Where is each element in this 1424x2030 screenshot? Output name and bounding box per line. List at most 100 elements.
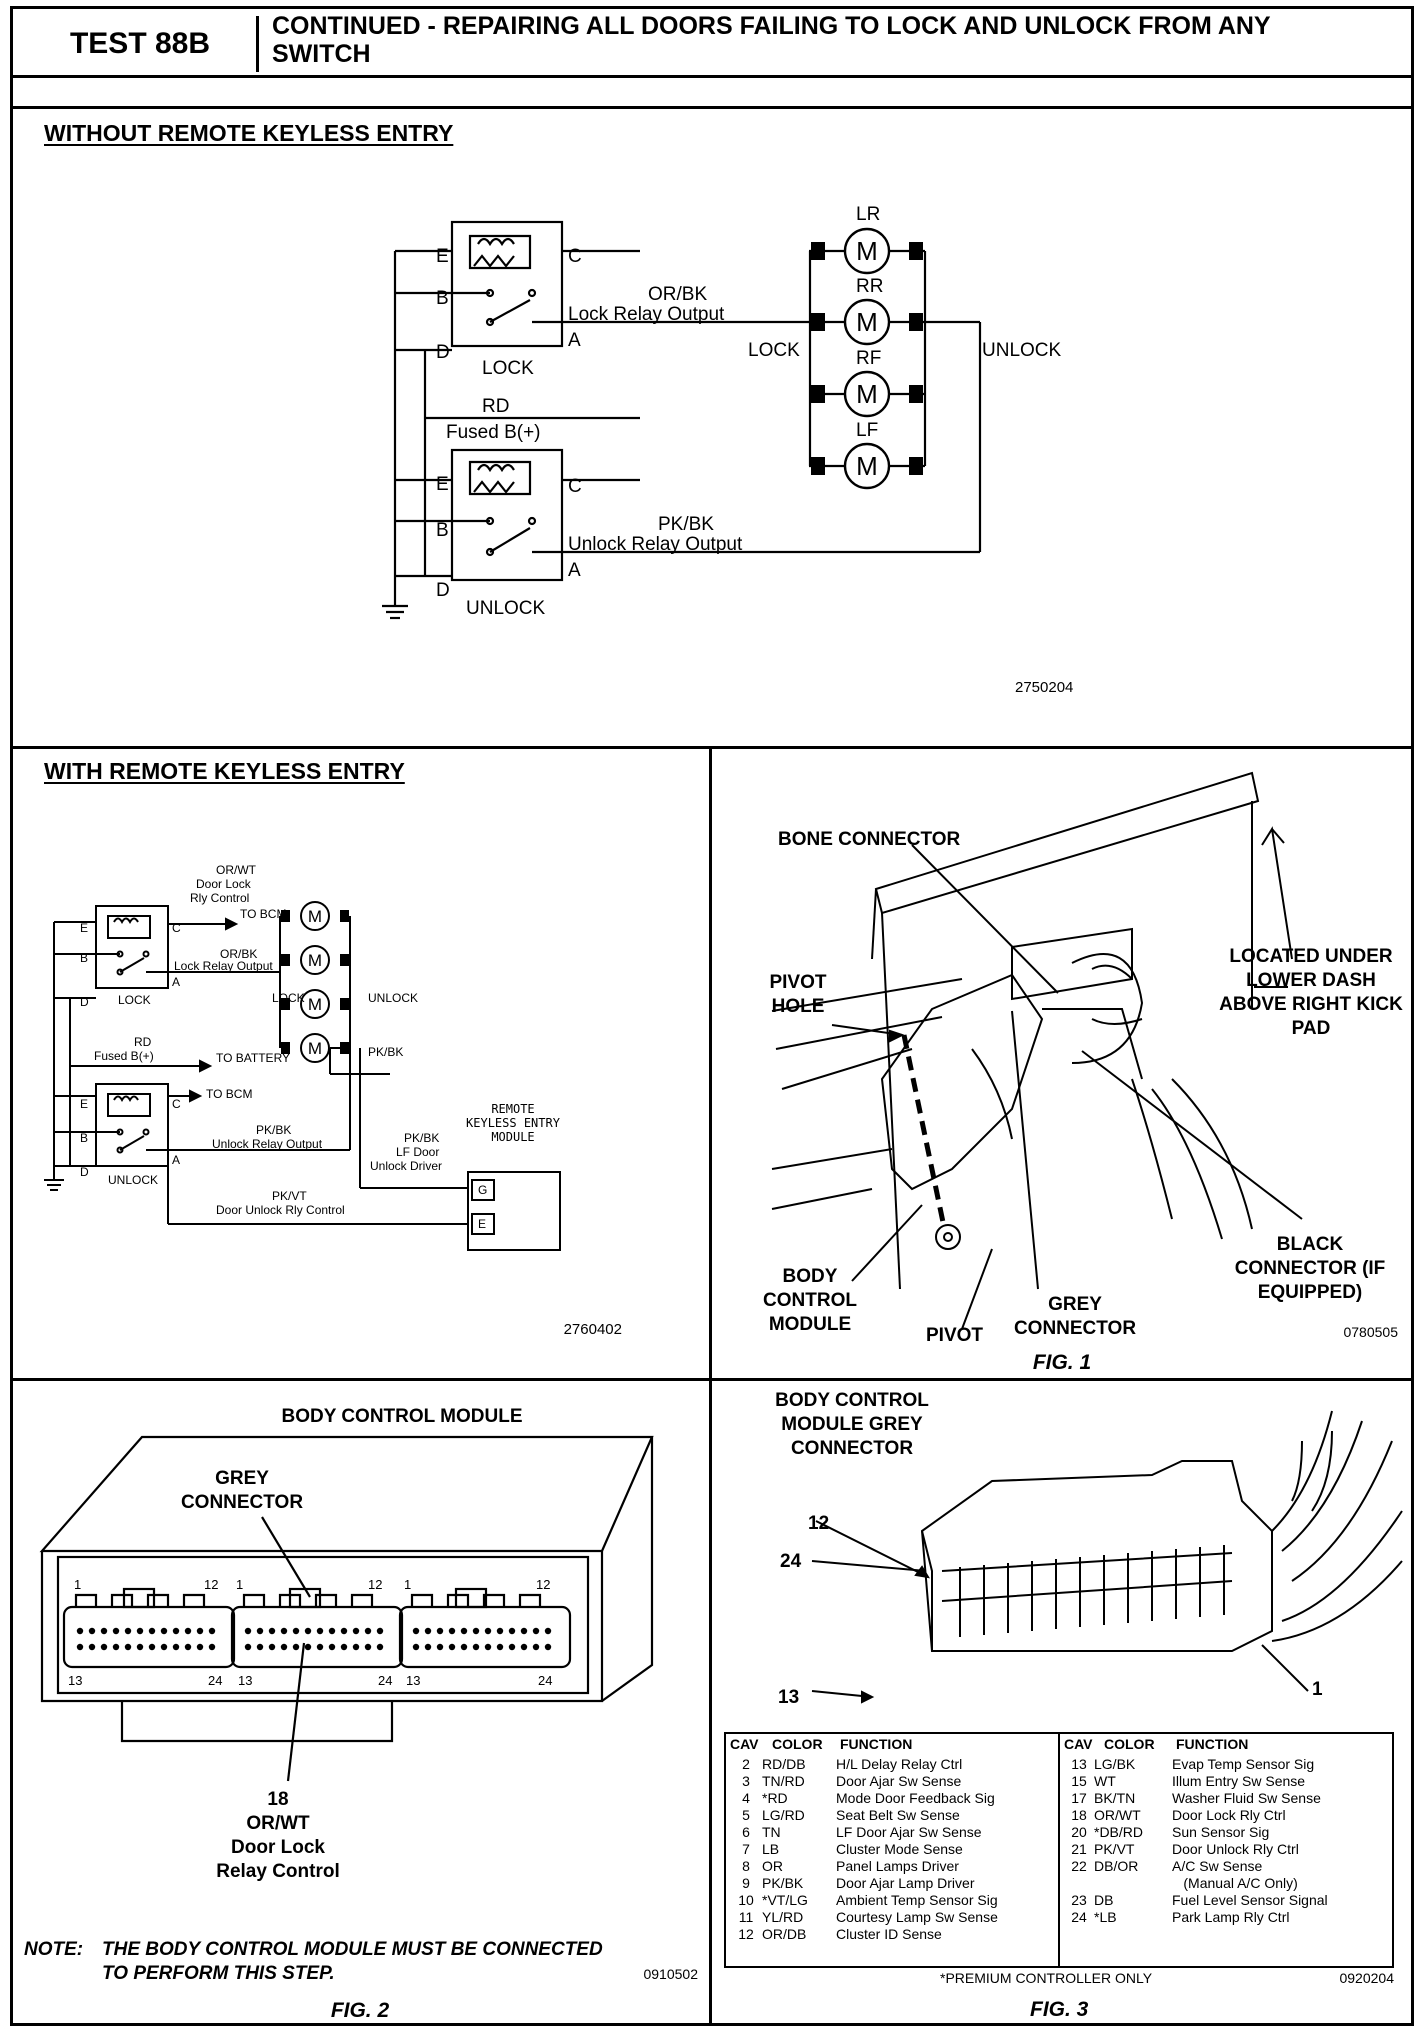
pivot-label: PIVOT [926, 1325, 983, 1346]
cav-cell: 11 [738, 1909, 754, 1925]
motor-symbol: M [308, 995, 322, 1014]
cav-cell: 5 [742, 1807, 750, 1823]
divider [10, 1378, 1414, 1381]
color-cell: WT [1094, 1773, 1116, 1789]
pin-number: 12 [204, 1577, 218, 1592]
motor-symbol: M [308, 951, 322, 970]
function-cell: Cluster ID Sense [836, 1926, 942, 1942]
color-cell: YL/RD [762, 1909, 804, 1925]
note-text: TO PERFORM THIS STEP. [102, 1963, 335, 1984]
pin-number: 12 [536, 1577, 550, 1592]
cav-cell: 2 [742, 1756, 750, 1772]
fig3-grey-connector-illustration: BODY CONTROL MODULE GREY CONNECTOR 12 24… [775, 1390, 1403, 1708]
function-cell: A/C Sw Sense [1172, 1858, 1263, 1874]
color-cell: *DB/RD [1094, 1824, 1144, 1840]
wire-function: Door Lock [231, 1837, 325, 1858]
function-cell: (Manual A/C Only) [1183, 1875, 1298, 1891]
motor-label-lr: LR [856, 204, 880, 225]
table-header: CAV COLOR FUNCTION [730, 1736, 913, 1752]
rke-module-label: REMOTE KEYLESS ENTRY MODULE [466, 1102, 560, 1144]
cav-cell: 10 [738, 1892, 754, 1908]
color-cell: DB [1094, 1892, 1114, 1908]
pin-number: 13 [68, 1673, 82, 1688]
color-cell [1093, 1875, 1168, 1892]
cav-cell: 22 [1071, 1858, 1087, 1874]
divider [10, 746, 1414, 749]
pin-label: A [172, 1153, 180, 1167]
color-cell: *LB [1094, 1909, 1117, 1925]
color-cell: *RD [762, 1790, 788, 1806]
motor-symbol: M [856, 451, 878, 481]
wire-color: PK/VT [272, 1189, 307, 1203]
color-cell: PK/VT [1094, 1841, 1135, 1857]
pin-number: 13 [238, 1673, 252, 1688]
pin-label: D [436, 580, 450, 601]
section-title-with-rke: WITH REMOTE KEYLESS ENTRY [44, 758, 405, 784]
service-manual-page: TEST 88B CONTINUED - REPAIRING ALL DOORS… [10, 6, 1414, 2026]
wire-function: LF Door [396, 1145, 439, 1159]
motor-group: M M M M [809, 227, 925, 490]
motor-symbol: M [856, 307, 878, 337]
function-cell: Mode Door Feedback Sig [836, 1790, 995, 1806]
pin-label: E [80, 1097, 88, 1111]
pin-number: 1 [1312, 1679, 1323, 1700]
pin-number: 1 [236, 1577, 243, 1592]
wire-function: Fused B(+) [94, 1049, 154, 1063]
wire-color: PK/BK [256, 1123, 291, 1137]
cav-cell: 15 [1071, 1773, 1087, 1789]
pin-label: G [478, 1183, 487, 1197]
color-cell: *VT/LG [762, 1892, 808, 1908]
divider [10, 106, 1414, 109]
pin-number: 12 [368, 1577, 382, 1592]
pin-label: E [478, 1217, 486, 1231]
cav-cell: 3 [742, 1773, 750, 1789]
unlock-relay-label: UNLOCK [466, 598, 546, 619]
table-row: 11 YL/RD Courtesy Lamp Sw Sense [730, 1909, 1056, 1926]
color-cell: PK/BK [762, 1875, 804, 1891]
note-label: NOTE: [24, 1939, 83, 1960]
black-connector-label: BLACK CONNECTOR (IF EQUIPPED) [1234, 1234, 1386, 1303]
color-cell: TN [762, 1824, 781, 1840]
bone-connector-label: BONE CONNECTOR [778, 829, 961, 850]
wire-color: RD [134, 1035, 152, 1049]
function-cell: Door Lock Rly Ctrl [1172, 1807, 1286, 1823]
color-cell: OR [762, 1858, 783, 1874]
wiring-diagram-without-rke: M M M M E B D C A LOCK OR/BK Lock Relay … [382, 204, 1073, 696]
fig3-title: BODY CONTROL MODULE GREY CONNECTOR [775, 1390, 929, 1459]
pin-number: 24 [538, 1673, 552, 1688]
lock-side-label: LOCK [272, 991, 305, 1005]
pin-label: D [80, 1165, 89, 1179]
lock-side-label: LOCK [748, 340, 800, 361]
function-cell: Sun Sensor Sig [1172, 1824, 1270, 1840]
location-note: LOCATED UNDER LOWER DASH ABOVE RIGHT KIC… [1219, 946, 1403, 1039]
pin-number: 24 [208, 1673, 222, 1688]
function-cell: Courtesy Lamp Sw Sense [836, 1909, 998, 1925]
cav-cell: 24 [1071, 1909, 1087, 1925]
bcm-label: BODY CONTROL MODULE [763, 1266, 857, 1335]
cav-cell: 4 [742, 1790, 750, 1806]
pin-number: 12 [808, 1513, 829, 1534]
function-cell: Washer Fluid Sw Sense [1172, 1790, 1321, 1806]
pin-number: 24 [378, 1673, 392, 1688]
pivot-hole-label: PIVOT HOLE [769, 972, 827, 1017]
pin-row [76, 1627, 552, 1651]
pin-label: A [172, 975, 180, 989]
note-text: THE BODY CONTROL MODULE MUST BE CONNECTE… [102, 1939, 603, 1960]
function-cell: LF Door Ajar Sw Sense [836, 1824, 982, 1840]
test-label: TEST 88B [24, 16, 259, 72]
lock-wire-name: Lock Relay Output [568, 304, 725, 325]
destination-label: TO BCM [206, 1087, 252, 1101]
table-footnote: *PREMIUM CONTROLLER ONLY [940, 1970, 1153, 1986]
motor-symbol: M [856, 236, 878, 266]
motor-symbol: M [308, 907, 322, 926]
